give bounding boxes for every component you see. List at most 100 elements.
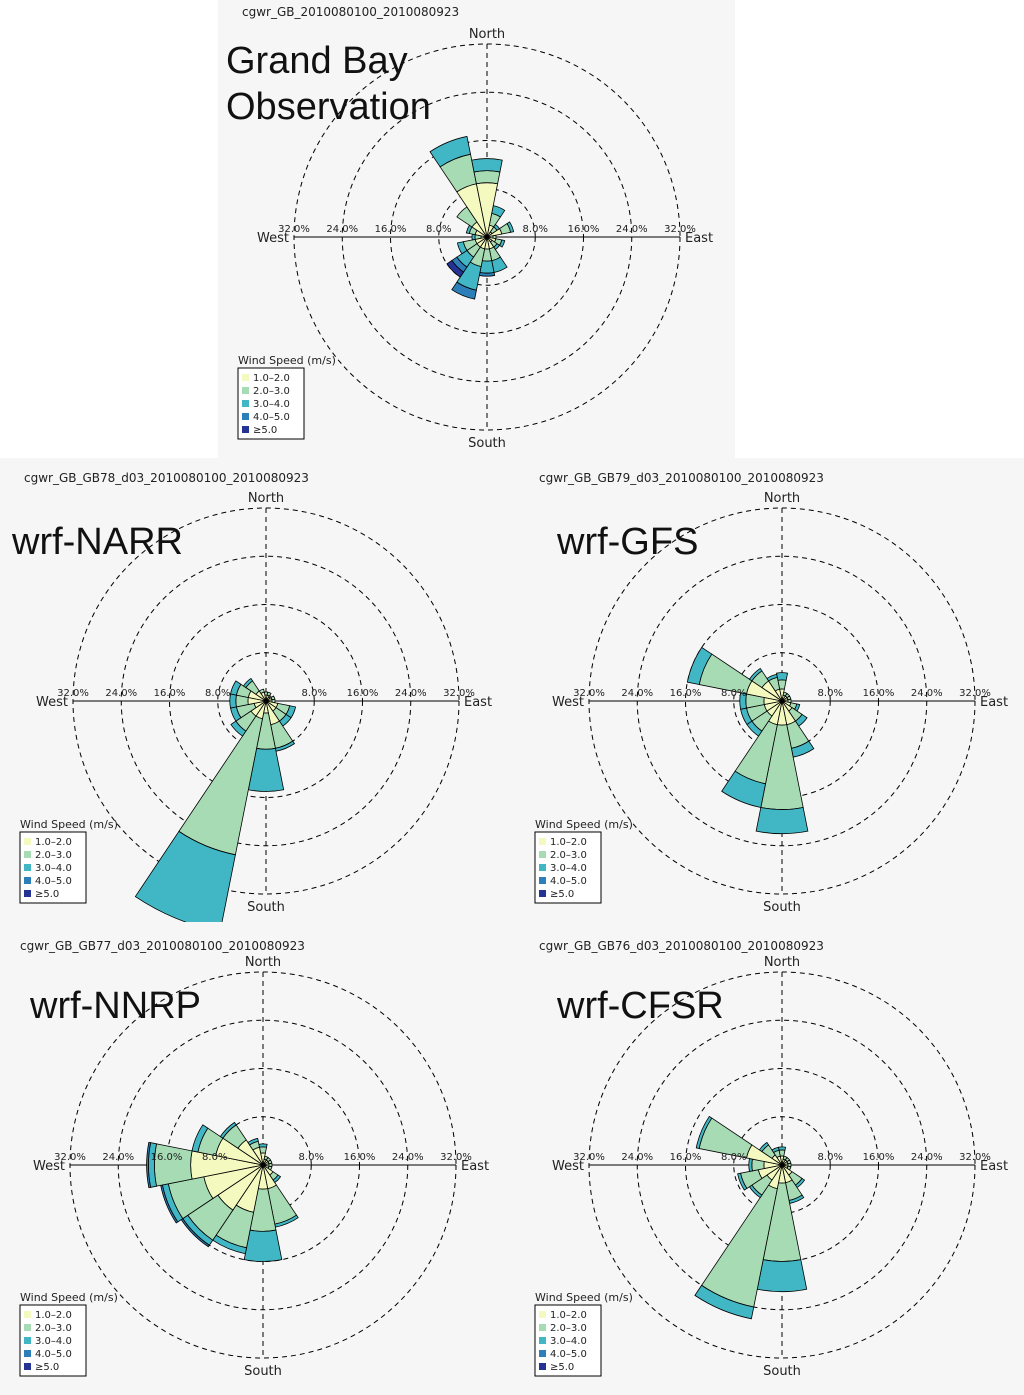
direction-west: West (552, 1159, 584, 1174)
ring-label-right: 24.0% (395, 688, 427, 699)
legend-item: ≥5.0 (253, 425, 277, 436)
direction-south: South (763, 1364, 801, 1379)
direction-south: South (468, 436, 506, 451)
file-label: cgwr_GB_2010080100_2010080923 (242, 5, 459, 19)
direction-north: North (245, 955, 281, 970)
legend-swatch (24, 1324, 31, 1331)
legend-swatch (242, 413, 249, 420)
direction-west: West (552, 695, 584, 710)
direction-north: North (469, 27, 505, 42)
direction-north: North (248, 491, 284, 506)
rose-sector (446, 259, 465, 278)
ring-label-right: 32.0% (443, 688, 475, 699)
file-label: cgwr_GB_GB78_d03_2010080100_2010080923 (24, 471, 309, 485)
legend: Wind Speed (m/s)1.0–2.02.0–3.03.0–4.04.0… (19, 818, 118, 904)
ring-label-left: 8.0% (205, 688, 230, 699)
rose-sector (266, 691, 272, 697)
legend-swatch (539, 1350, 546, 1357)
windrose-chart: cgwr_GB_2010080100_2010080923 8.0%8.0%16… (226, 5, 713, 451)
model-title: Grand Bay (226, 40, 408, 82)
legend-item: 2.0–3.0 (35, 850, 72, 861)
rose-sector (230, 680, 242, 696)
legend-swatch (539, 1337, 546, 1344)
file-label: cgwr_GB_GB79_d03_2010080100_2010080923 (539, 471, 824, 485)
ring-label-left: 8.0% (721, 1152, 746, 1163)
legend-item: 3.0–4.0 (550, 1336, 587, 1347)
rose-sector (471, 158, 503, 173)
legend-swatch (242, 400, 249, 407)
ring-label-right: 8.0% (818, 1152, 843, 1163)
rose-sector (229, 693, 237, 709)
rose-sector (721, 770, 766, 808)
ring-label-left: 32.0% (278, 224, 310, 235)
rose-sector (694, 1284, 755, 1320)
legend-swatch (24, 1311, 31, 1318)
legend-item: 3.0–4.0 (35, 863, 72, 874)
ring-label-left: 8.0% (721, 688, 746, 699)
legend-item: 1.0–2.0 (35, 837, 72, 848)
rose-sector (748, 1158, 753, 1172)
ring-label-right: 16.0% (863, 688, 895, 699)
direction-east: East (685, 231, 713, 246)
rose-sector (775, 672, 789, 681)
ring-label-left: 16.0% (151, 1152, 183, 1163)
legend-item: ≥5.0 (35, 889, 59, 900)
model-title: Observation (226, 86, 431, 128)
legend: Wind Speed (m/s)1.0–2.02.0–3.03.0–4.04.0… (534, 818, 633, 904)
legend-swatch (539, 1311, 546, 1318)
rose-sector (230, 720, 247, 737)
ring-label-left: 24.0% (621, 1152, 653, 1163)
legend-item: 4.0–5.0 (550, 1349, 587, 1360)
rose-sector (695, 1115, 713, 1149)
rose-sector (258, 1143, 268, 1148)
legend-item: 1.0–2.0 (550, 837, 587, 848)
legend-title: Wind Speed (m/s) (20, 1291, 118, 1304)
legend-item: 4.0–5.0 (253, 412, 290, 423)
ring-label-left: 24.0% (326, 224, 358, 235)
rose-sector (191, 1124, 209, 1153)
direction-south: South (244, 1364, 282, 1379)
ring-label-right: 24.0% (911, 688, 943, 699)
legend-item: 1.0–2.0 (35, 1310, 72, 1321)
model-title: wrf-NARR (11, 521, 183, 563)
windrose-panel-wrf-gfs: cgwr_GB_GB79_d03_2010080100_2010080923 8… (515, 458, 1024, 922)
rose-sector (491, 205, 506, 218)
model-title: wrf-CFSR (556, 985, 724, 1027)
legend-item: 2.0–3.0 (550, 850, 587, 861)
ring-label-right: 24.0% (392, 1152, 424, 1163)
ring-label-left: 8.0% (202, 1152, 227, 1163)
direction-east: East (461, 1159, 489, 1174)
windrose-chart: cgwr_GB_GB78_d03_2010080100_2010080923 8… (11, 471, 492, 933)
legend: Wind Speed (m/s)1.0–2.02.0–3.03.0–4.04.0… (19, 1291, 118, 1377)
legend-swatch (539, 838, 546, 845)
rose-sector (766, 673, 778, 682)
legend-item: 3.0–4.0 (550, 863, 587, 874)
legend-item: 4.0–5.0 (550, 876, 587, 887)
sector-group (429, 135, 515, 300)
direction-south: South (247, 900, 285, 915)
ring-label-right: 16.0% (863, 1152, 895, 1163)
windrose-panel-observation: cgwr_GB_2010080100_2010080923 8.0%8.0%16… (218, 0, 735, 458)
legend-swatch (539, 851, 546, 858)
legend-item: 4.0–5.0 (35, 1349, 72, 1360)
rose-sector (686, 646, 713, 685)
ring-label-right: 24.0% (616, 224, 648, 235)
legend: Wind Speed (m/s)1.0–2.02.0–3.03.0–4.04.0… (534, 1291, 633, 1377)
ring-label-left: 16.0% (670, 688, 702, 699)
sector-group (694, 1115, 808, 1320)
ring-label-left: 32.0% (573, 1152, 605, 1163)
ring-label-right: 24.0% (911, 1152, 943, 1163)
direction-east: East (980, 695, 1008, 710)
legend-swatch (539, 1363, 546, 1370)
legend-swatch (24, 1337, 31, 1344)
rose-sector (755, 807, 809, 835)
ring-label-right: 32.0% (959, 1152, 991, 1163)
direction-south: South (763, 900, 801, 915)
ring-label-left: 32.0% (57, 688, 89, 699)
rose-sector (219, 1121, 237, 1139)
windrose-panel-wrf-narr: cgwr_GB_GB78_d03_2010080100_2010080923 8… (0, 458, 515, 933)
windrose-chart: cgwr_GB_GB79_d03_2010080100_2010080923 8… (534, 471, 1008, 915)
legend-title: Wind Speed (m/s) (238, 354, 336, 367)
ring-label-right: 32.0% (440, 1152, 472, 1163)
windrose-panel-wrf-cfsr: cgwr_GB_GB76_d03_2010080100_2010080923 8… (515, 922, 1024, 1395)
